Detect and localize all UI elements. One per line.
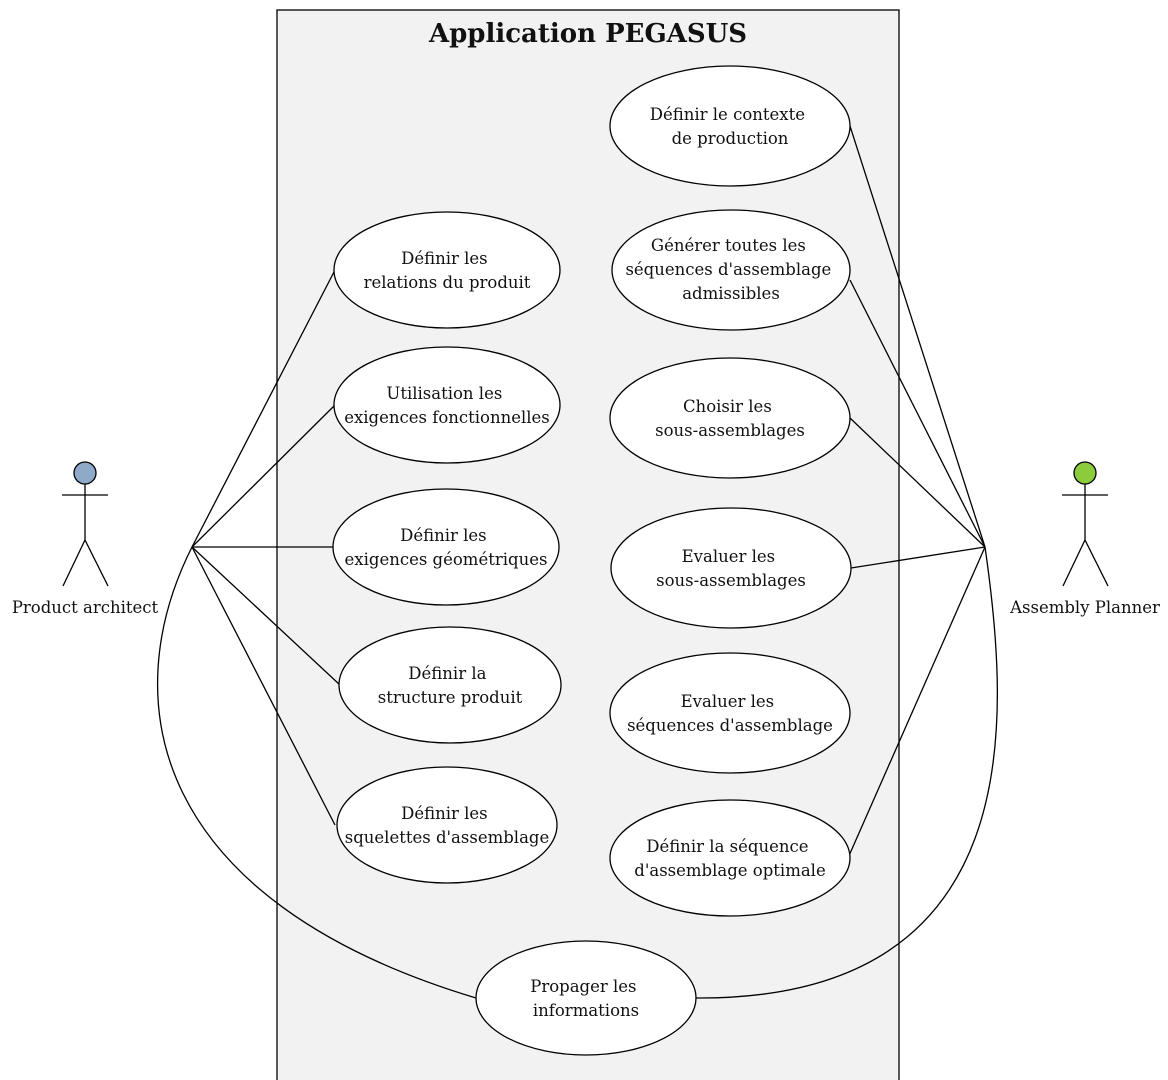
use-case-label: séquences d'assemblage (625, 260, 831, 279)
svg-text:Définir le contexte de p: Définir le contexte de production (650, 105, 810, 148)
assoc-ap-contexte (849, 125, 986, 548)
use-case-label: admissibles (682, 284, 780, 303)
assoc-ap-propager (695, 546, 998, 999)
actor-label-product-architect: Product architect (12, 598, 159, 617)
svg-text:Choisir les sous-assembl: Choisir les sous-assemblages (655, 397, 805, 440)
svg-text:Générer toutes les séque: Générer toutes les séquences d'assemblag… (625, 236, 836, 303)
use-case-label: Propager les (530, 977, 636, 996)
use-case-sequence-optimale[interactable]: Définir la séquence d'assemblage optimal… (609, 799, 851, 917)
use-case-label: Définir le contexte (650, 105, 805, 124)
actor-head-icon (73, 461, 97, 485)
assoc-pa-structure (191, 546, 341, 686)
use-case-label: Définir la séquence (646, 837, 808, 856)
use-case-label: Evaluer les (681, 692, 775, 711)
assoc-ap-evaluer-sa (850, 546, 986, 569)
actor-product-architect[interactable]: Product architect (12, 461, 159, 617)
actor-head-icon (1073, 461, 1097, 485)
use-case-label: exigences géométriques (345, 550, 548, 569)
assoc-pa-squelettes (191, 546, 336, 826)
svg-text:Utilisation les exigence: Utilisation les exigences fonctionnelles (344, 384, 550, 427)
use-case-exigences-geometriques[interactable]: Définir les exigences géométriques (332, 488, 560, 606)
assoc-pa-propager (157, 546, 477, 999)
use-case-label: Choisir les (683, 397, 772, 416)
use-case-evaluer-sous-assemblages[interactable]: Evaluer les sous-assemblages (610, 507, 852, 629)
use-case-relations-produit[interactable]: Définir les relations du produit (333, 211, 561, 329)
assoc-pa-fonctionnelles (191, 404, 336, 548)
use-case-label: sous-assemblages (655, 421, 805, 440)
use-case-label: sous-assemblages (656, 571, 806, 590)
assembly-planner-associations (695, 125, 998, 999)
use-case-choisir-sous-assemblages[interactable]: Choisir les sous-assemblages (609, 357, 851, 479)
use-case-label: d'assemblage optimale (634, 861, 825, 880)
use-case-label: informations (533, 1001, 639, 1020)
use-case-exigences-fonctionnelles[interactable]: Utilisation les exigences fonctionnelles (333, 346, 561, 464)
svg-text:Evaluer les séquences d': Evaluer les séquences d'assemblage (627, 692, 833, 735)
system-title: Application PEGASUS (428, 19, 747, 49)
assoc-pa-relations (191, 269, 336, 548)
use-case-label: Générer toutes les (651, 236, 806, 255)
product-architect-associations (157, 269, 477, 999)
svg-text:Définir les exigences gé: Définir les exigences géométriques (345, 526, 548, 569)
svg-text:Propager les information: Propager les informations (530, 977, 642, 1020)
svg-text:Définir les squelettes d: Définir les squelettes d'assemblage (345, 804, 550, 847)
use-case-label: Définir les (401, 249, 488, 268)
use-case-evaluer-sequences[interactable]: Evaluer les séquences d'assemblage (609, 652, 851, 774)
use-case-label: Définir la (408, 664, 486, 683)
use-case-label: squelettes d'assemblage (345, 828, 550, 847)
assoc-ap-choisir (849, 417, 986, 548)
svg-text:Définir la structure pro: Définir la structure produit (378, 664, 523, 707)
svg-text:Définir les relations du: Définir les relations du produit (364, 249, 531, 292)
assoc-ap-sequence-optimale (847, 546, 986, 859)
svg-text:Evaluer les sous-assembl: Evaluer les sous-assemblages (656, 547, 806, 590)
actor-assembly-planner[interactable]: Assembly Planner (1009, 461, 1160, 617)
use-case-label: séquences d'assemblage (627, 716, 833, 735)
use-case-contexte-production[interactable]: Définir le contexte de production (609, 65, 851, 187)
use-case-squelettes-assemblage[interactable]: Définir les squelettes d'assemblage (336, 766, 558, 884)
svg-text:Définir la séquence d'as: Définir la séquence d'assemblage optimal… (634, 837, 825, 880)
use-case-structure-produit[interactable]: Définir la structure produit (338, 626, 562, 744)
use-case-label: structure produit (378, 688, 523, 707)
use-case-propager-informations[interactable]: Propager les informations (475, 940, 697, 1056)
assoc-ap-generer (849, 279, 986, 548)
use-case-generer-sequences[interactable]: Générer toutes les séquences d'assemblag… (611, 209, 851, 331)
use-case-label: relations du produit (364, 273, 531, 292)
use-case-label: Utilisation les (386, 384, 502, 403)
use-case-label: Définir les (401, 804, 488, 823)
use-case-label: Evaluer les (682, 547, 776, 566)
use-case-label: Définir les (400, 526, 487, 545)
actor-label-assembly-planner: Assembly Planner (1009, 598, 1160, 617)
use-case-label: de production (672, 129, 789, 148)
use-case-label: exigences fonctionnelles (344, 408, 550, 427)
